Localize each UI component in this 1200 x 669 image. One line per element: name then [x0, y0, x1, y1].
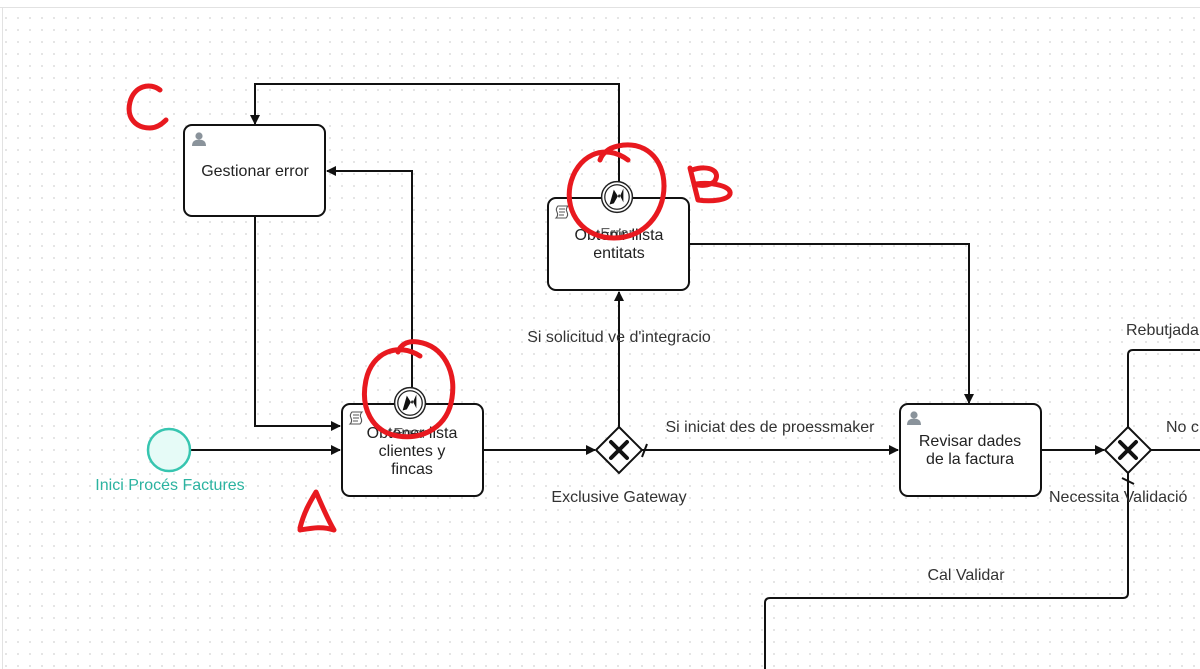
flow-label-no: No c [1166, 419, 1199, 436]
gateway-x-icon [609, 440, 629, 460]
task-revisar-dades[interactable]: Revisar dades de la factura [899, 403, 1042, 497]
canvas-grid [2, 8, 1200, 669]
necessita-validacio-gateway[interactable] [1103, 425, 1153, 475]
flow-cal-validar[interactable] [764, 473, 1129, 669]
flow-rebutjada[interactable] [1127, 349, 1200, 427]
exclusive-gateway[interactable] [594, 425, 644, 475]
flow-error-to-obtener[interactable] [254, 216, 341, 431]
flow-label-cal-validar: Cal Validar [927, 567, 1005, 584]
task-label: Gestionar error [201, 163, 309, 180]
error-boundary-event-icon[interactable] [600, 180, 634, 214]
flow-label-si-solicitud: Si solicitud ve d'integracio [527, 329, 711, 346]
task-label-line-2: entitats [593, 245, 645, 262]
exclusive-gateway-label: Exclusive Gateway [551, 489, 686, 506]
annotation-letter-a [297, 489, 337, 533]
flow-label-si-iniciat: Si iniciat des de proessmaker [666, 419, 876, 436]
flow-obtener-to-gestionar[interactable] [326, 166, 413, 404]
annotation-circle-b [566, 142, 667, 241]
task-gestionar-error[interactable]: Gestionar error [183, 124, 326, 217]
flow-obtenir-to-gestionar[interactable] [250, 83, 620, 196]
flow-label-rebutjada: Rebutjada [1126, 322, 1199, 339]
task-label-line-2: clientes y [379, 443, 446, 460]
task-label-line-3: fincas [391, 461, 433, 478]
annotation-letter-c [126, 83, 169, 131]
annotation-letter-b [687, 165, 733, 204]
flow-obtenir-to-revisar[interactable] [689, 243, 974, 404]
necessita-validacio-label: Necessita Validació [1049, 489, 1188, 506]
task-label-line-2: de la factura [926, 451, 1014, 468]
default-flow-marker-2 [1121, 477, 1135, 485]
error-boundary-event-icon[interactable] [393, 386, 427, 420]
task-label-line-1: Revisar dades [919, 433, 1021, 450]
start-event[interactable] [146, 427, 192, 473]
gateway-x-icon [1118, 440, 1138, 460]
start-event-label: Inici Procés Factures [95, 477, 244, 494]
annotation-circle-a [362, 339, 456, 440]
default-flow-marker [641, 443, 648, 458]
